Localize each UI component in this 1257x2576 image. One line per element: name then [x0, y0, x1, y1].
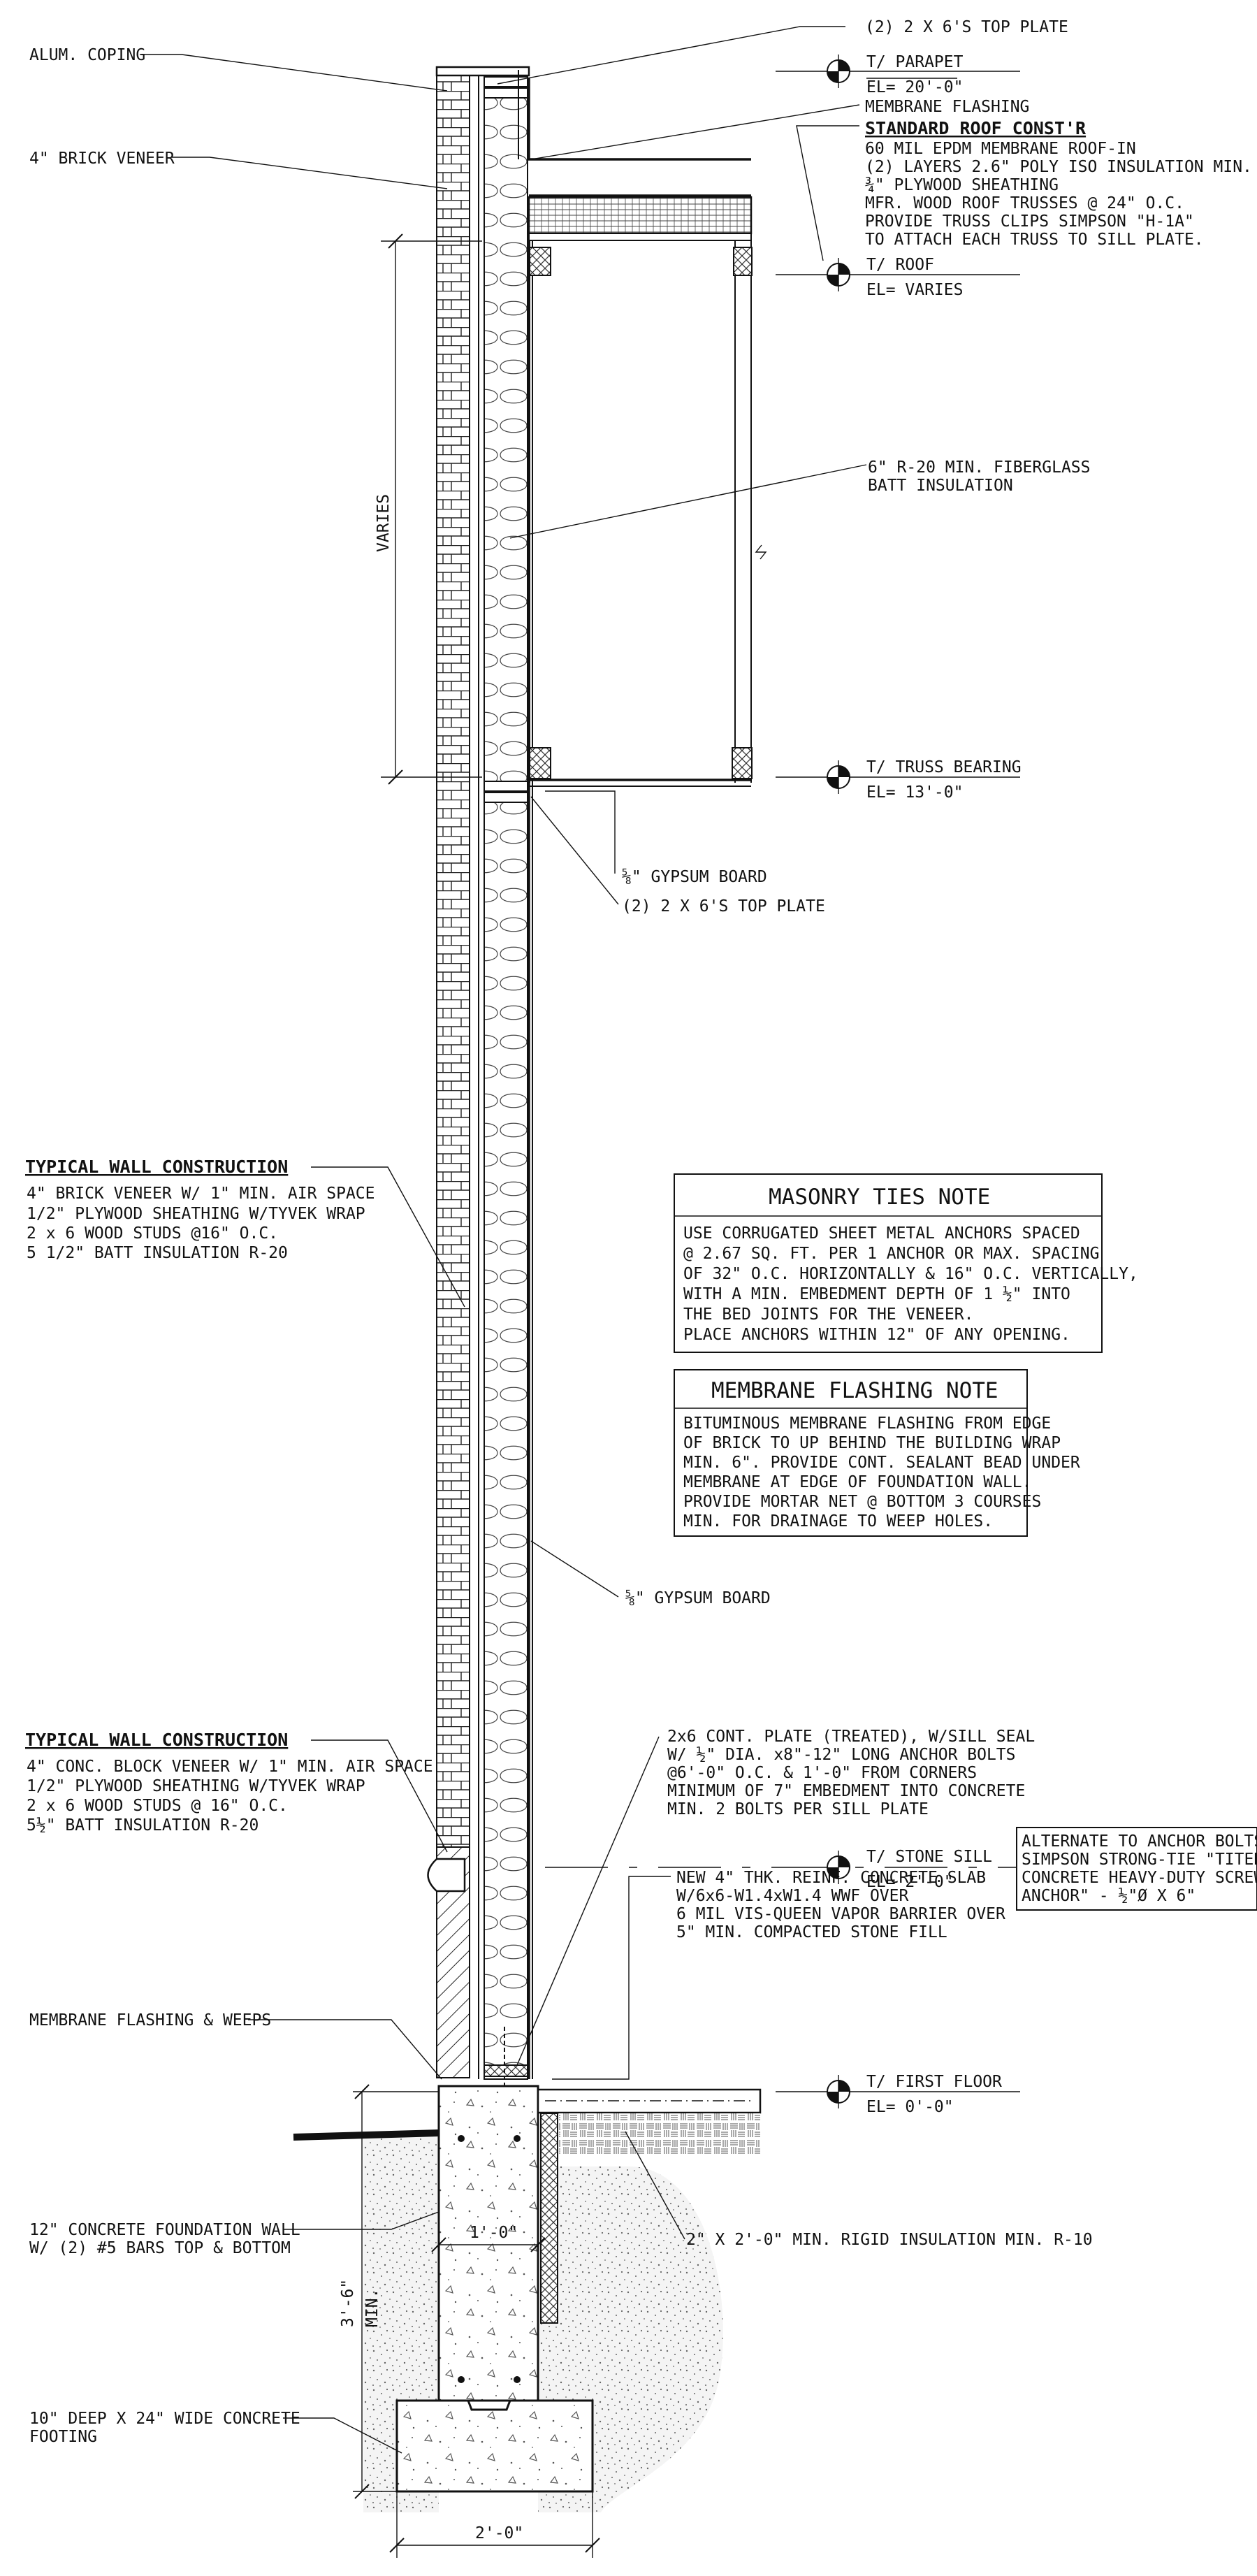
slab-line-2: W/6x6-W1.4xW1.4 WWF OVER — [676, 1887, 908, 1905]
wall-upper-line-2: 1/2" PLYWOOD SHEATHING W/TYVEK WRAP — [27, 1205, 365, 1223]
wall-assembly — [427, 66, 751, 2146]
sill-plate-line-3: @6'-0" O.C. & 1'-0" FROM CORNERS — [667, 1764, 977, 1782]
wall-lower-line-2: 1/2" PLYWOOD SHEATHING W/TYVEK WRAP — [27, 1777, 365, 1795]
top-plate-top-label: (2) 2 X 6'S TOP PLATE — [865, 18, 1068, 36]
marker-stone-sill — [545, 1851, 1020, 1884]
sill-plate-line-2: W/ ½" DIA. x8"-12" LONG ANCHOR BOLTS — [667, 1746, 1016, 1764]
alternate-anchor-line-3: CONCRETE HEAVY-DUTY SCREW — [1022, 1869, 1257, 1887]
roof-const-heading: STANDARD ROOF CONST'R — [865, 118, 1087, 138]
marker-truss-bearing — [776, 760, 1020, 794]
flashing-note-line-6: MIN. FOR DRAINAGE TO WEEP HOLES. — [683, 1512, 993, 1531]
wall-upper-line-3: 2 x 6 WOOD STUDS @16" O.C. — [27, 1224, 278, 1243]
marker-roof — [776, 258, 1020, 291]
rigid-insulation-label: 2" X 2'-0" MIN. RIGID INSULATION MIN. R-… — [686, 2231, 1093, 2249]
flashing-note-line-5: PROVIDE MORTAR NET @ BOTTOM 3 COURSES — [683, 1493, 1041, 1511]
roof-const-line-4: MFR. WOOD ROOF TRUSSES @ 24" O.C. — [865, 194, 1184, 212]
parapet-elevation: EL= 20'-0" — [866, 78, 963, 96]
footing-line-2: FOOTING — [29, 2428, 97, 2446]
flashing-note-line-2: OF BRICK TO UP BEHIND THE BUILDING WRAP — [683, 1434, 1061, 1452]
masonry-note-line-4: WITH A MIN. EMBEDMENT DEPTH OF 1 ½" INTO — [683, 1285, 1070, 1303]
membrane-flashing-label: MEMBRANE FLASHING — [865, 98, 1029, 116]
level-markers — [545, 55, 1020, 2108]
roof-marker-elevation: EL= VARIES — [866, 281, 963, 299]
varies-dimension: VARIES — [375, 494, 393, 552]
batt-insulation-line-1: 6" R-20 MIN. FIBERGLASS — [868, 458, 1091, 477]
alternate-anchor-line-2: SIMPSON STRONG-TIE "TITEN HD — [1022, 1851, 1257, 1869]
footing — [395, 2399, 594, 2493]
roof-insulation — [528, 196, 753, 235]
footing-line-1: 10" DEEP X 24" WIDE CONCRETE — [29, 2410, 300, 2428]
roof-const-line-2: (2) LAYERS 2.6" POLY ISO INSULATION MIN.… — [865, 158, 1257, 176]
stone-sill — [427, 1858, 466, 1893]
foundation-wall-line-1: 12" CONCRETE FOUNDATION WALL — [29, 2221, 300, 2239]
batt-insulation-stud-cavity — [484, 71, 528, 2080]
roof-const-line-1: 60 MIL EPDM MEMBRANE ROOF-IN — [865, 140, 1136, 158]
slab-line-3: 6 MIL VIS-QUEEN VAPOR BARRIER OVER — [676, 1905, 1005, 1923]
foundation-width-dim: 1'-0" — [470, 2224, 518, 2242]
brick-veneer-label: 4" BRICK VENEER — [29, 150, 175, 168]
depth-min-label: MIN. — [363, 2289, 382, 2327]
masonry-note-line-5: THE BED JOINTS FOR THE VENEER. — [683, 1305, 973, 1324]
sill-plate-line-5: MIN. 2 BOLTS PER SILL PLATE — [667, 1800, 929, 1818]
gypsum-lower-label: ⅝" GYPSUM BOARD — [625, 1589, 771, 1607]
footing-width-dim: 2'-0" — [475, 2524, 523, 2542]
leader-lines — [140, 26, 867, 2454]
dimensions — [353, 233, 600, 2558]
masonry-note-box — [674, 1173, 1103, 1353]
first-floor-elevation: EL= 0'-0" — [866, 2098, 954, 2116]
flashing-note-line-3: MIN. 6". PROVIDE CONT. SEALANT BEAD UNDE… — [683, 1454, 1080, 1472]
parapet-top-plate — [435, 66, 530, 77]
foundation — [293, 2085, 762, 2512]
rigid-insulation — [540, 2113, 558, 2324]
depth-dimension: 3'-6" — [339, 2279, 357, 2327]
flashing-note-box — [674, 1369, 1028, 1537]
marker-first-floor — [776, 2075, 1020, 2108]
roof-const-line-6: TO ATTACH EACH TRUSS TO SILL PLATE. — [865, 231, 1204, 249]
first-floor-title: T/ FIRST FLOOR — [866, 2073, 1002, 2091]
alum-coping-label: ALUM. COPING — [29, 46, 145, 64]
flashing-note-line-1: BITUMINOUS MEMBRANE FLASHING FROM EDGE — [683, 1414, 1051, 1433]
sill-plate-line-4: MINIMUM OF 7" EMBEDMENT INTO CONCRETE — [667, 1782, 1025, 1800]
batt-insulation-line-2: BATT INSULATION — [868, 477, 1013, 495]
stone-sill-elevation: EL= 2'-0" — [866, 1873, 954, 1891]
marker-parapet — [776, 55, 1020, 88]
roof-marker-title: T/ ROOF — [866, 256, 934, 274]
slab-line-1: NEW 4" THK. REINF. CONCRETE SLAB — [676, 1869, 986, 1887]
wall-lower-line-1: 4" CONC. BLOCK VENEER W/ 1" MIN. AIR SPA… — [27, 1758, 433, 1776]
alternate-anchor-line-1: ALTERNATE TO ANCHOR BOLTS: — [1022, 1832, 1257, 1851]
flashing-weeps-label: MEMBRANE FLASHING & WEEPS — [29, 2011, 271, 2029]
wall-lower-heading: TYPICAL WALL CONSTRUCTION — [25, 1730, 288, 1750]
roof-const-line-3: ¾" PLYWOOD SHEATHING — [865, 176, 1059, 194]
brick-veneer-upper — [436, 71, 470, 1848]
flashing-note-line-4: MEMBRANE AT EDGE OF FOUNDATION WALL. — [683, 1473, 1032, 1491]
masonry-note-line-1: USE CORRUGATED SHEET METAL ANCHORS SPACE… — [683, 1224, 1080, 1243]
slab-line-4: 5" MIN. COMPACTED STONE FILL — [676, 1923, 947, 1941]
sill-plate-line-1: 2x6 CONT. PLATE (TREATED), W/SILL SEAL — [667, 1728, 1035, 1746]
wall-upper-line-1: 4" BRICK VENEER W/ 1" MIN. AIR SPACE — [27, 1185, 375, 1203]
wall-lower-line-3: 2 x 6 WOOD STUDS @ 16" O.C. — [27, 1797, 288, 1815]
flashing-note-title: MEMBRANE FLASHING NOTE — [711, 1378, 998, 1403]
top-plate-lower-label: (2) 2 X 6'S TOP PLATE — [622, 897, 825, 916]
wall-upper-line-4: 5 1/2" BATT INSULATION R-20 — [27, 1244, 288, 1262]
masonry-note-line-2: @ 2.67 SQ. FT. PER 1 ANCHOR OR MAX. SPAC… — [683, 1245, 1099, 1263]
truss-bearing-elevation: EL= 13'-0" — [866, 783, 963, 802]
wall-lower-line-4: 5½" BATT INSULATION R-20 — [27, 1816, 259, 1835]
masonry-note-line-3: OF 32" O.C. HORIZONTALLY & 16" O.C. VERT… — [683, 1265, 1138, 1283]
foundation-wall-line-2: W/ (2) #5 BARS TOP & BOTTOM — [29, 2239, 291, 2257]
masonry-note-line-6: PLACE ANCHORS WITHIN 12" OF ANY OPENING. — [683, 1326, 1070, 1344]
stone-sill-title: T/ STONE SILL — [866, 1848, 992, 1866]
parapet-title: T/ PARAPET — [866, 53, 964, 71]
alternate-anchor-line-4: ANCHOR" - ½"Ø X 6" — [1022, 1887, 1196, 1905]
truss-bearing-title: T/ TRUSS BEARING — [866, 758, 1022, 776]
stone-fill — [559, 2113, 760, 2155]
roof-assembly — [484, 194, 767, 803]
foundation-wall — [437, 2085, 539, 2402]
masonry-note-title: MASONRY TIES NOTE — [769, 1185, 990, 1210]
gypsum-upper-label: ⅝" GYPSUM BOARD — [622, 868, 767, 886]
alternate-anchor-box — [1016, 1827, 1257, 1911]
roof-const-line-5: PROVIDE TRUSS CLIPS SIMPSON "H-1A" — [865, 212, 1194, 231]
wall-upper-heading: TYPICAL WALL CONSTRUCTION — [25, 1157, 288, 1177]
